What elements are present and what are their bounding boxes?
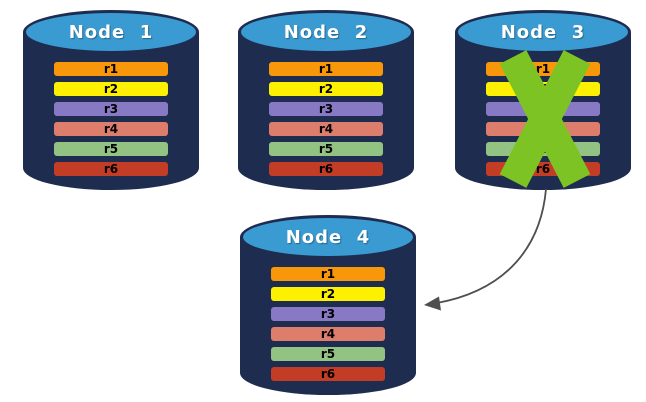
row-r4: r4	[271, 327, 385, 341]
row-r4: r4	[486, 122, 600, 136]
node-4-cylinder-top: Node 4	[240, 215, 416, 259]
row-r6: r6	[269, 162, 383, 176]
failover-arrow-head-icon	[424, 296, 441, 311]
row-r2: r2	[269, 82, 383, 96]
row-r1: r1	[54, 62, 168, 76]
row-r3: r3	[269, 102, 383, 116]
row-r3: r3	[486, 102, 600, 116]
failover-arrow	[424, 188, 547, 311]
node-1-title: Node 1	[68, 21, 154, 43]
node-2-rows: r1 r2 r3 r4 r5 r6	[269, 62, 383, 182]
node-2-cylinder-top: Node 2	[238, 10, 414, 54]
failover-arrow-line	[436, 188, 547, 304]
node-1-rows: r1 r2 r3 r4 r5 r6	[54, 62, 168, 182]
node-4-title: Node 4	[285, 226, 371, 248]
row-r3: r3	[271, 307, 385, 321]
node-3: Node 3 r1 r2 r3 r4 r5 r6	[455, 10, 631, 190]
row-r2: r2	[486, 82, 600, 96]
row-r2: r2	[54, 82, 168, 96]
row-r1: r1	[271, 267, 385, 281]
row-r5: r5	[269, 142, 383, 156]
row-r5: r5	[271, 347, 385, 361]
row-r4: r4	[54, 122, 168, 136]
node-3-cylinder-top: Node 3	[455, 10, 631, 54]
row-r1: r1	[269, 62, 383, 76]
node-1: Node 1 r1 r2 r3 r4 r5 r6	[23, 10, 199, 190]
node-3-rows: r1 r2 r3 r4 r5 r6	[486, 62, 600, 182]
node-3-title: Node 3	[500, 21, 586, 43]
row-r1: r1	[486, 62, 600, 76]
node-4: Node 4 r1 r2 r3 r4 r5 r6	[240, 215, 416, 395]
row-r6: r6	[54, 162, 168, 176]
row-r2: r2	[271, 287, 385, 301]
row-r4: r4	[269, 122, 383, 136]
row-r6: r6	[271, 367, 385, 381]
node-2: Node 2 r1 r2 r3 r4 r5 r6	[238, 10, 414, 190]
row-r5: r5	[486, 142, 600, 156]
row-r3: r3	[54, 102, 168, 116]
node-4-rows: r1 r2 r3 r4 r5 r6	[271, 267, 385, 387]
row-r6: r6	[486, 162, 600, 176]
node-2-title: Node 2	[283, 21, 369, 43]
row-r5: r5	[54, 142, 168, 156]
node-1-cylinder-top: Node 1	[23, 10, 199, 54]
